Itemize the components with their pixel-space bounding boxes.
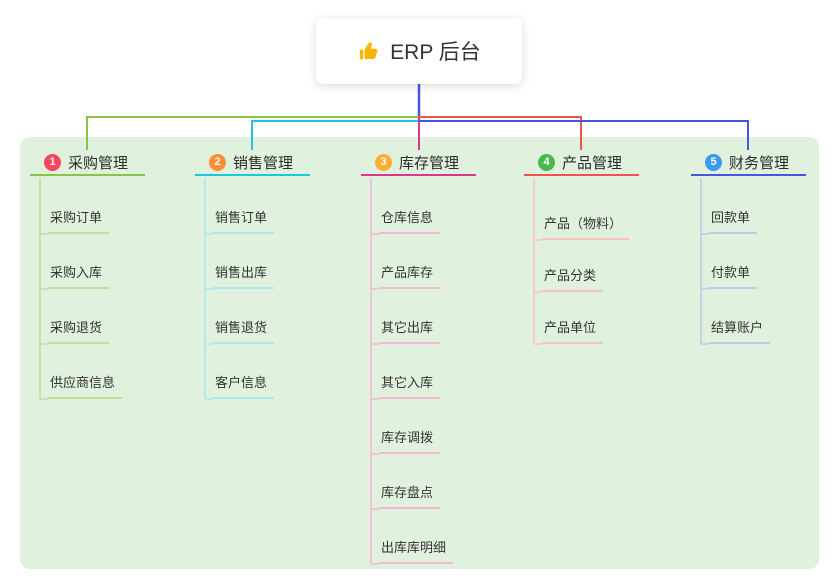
child-node-outbound-detail[interactable]: 出库库明细	[379, 539, 454, 564]
branch-header-purchase[interactable]: 1 采购管理	[30, 150, 145, 176]
child-node-stock-transfer[interactable]: 库存调拨	[379, 429, 441, 454]
child-node-supplier-info[interactable]: 供应商信息	[48, 374, 123, 399]
branch-label-inventory: 库存管理	[399, 154, 460, 172]
purchase-number-badge: 1	[44, 153, 61, 171]
branch-label-finance: 财务管理	[729, 154, 790, 172]
branch-header-product[interactable]: 4 产品管理	[524, 150, 639, 176]
child-node-product-unit[interactable]: 产品单位	[542, 319, 604, 344]
child-node-payment-order[interactable]: 付款单	[709, 264, 758, 289]
child-node-sales-order[interactable]: 销售订单	[213, 209, 275, 234]
child-node-warehouse-info[interactable]: 仓库信息	[379, 209, 441, 234]
sales-number-badge: 2	[209, 153, 226, 171]
child-node-sales-return[interactable]: 销售退货	[213, 319, 275, 344]
branch-header-finance[interactable]: 5 财务管理	[691, 150, 806, 176]
branch-header-sales[interactable]: 2 销售管理	[195, 150, 310, 176]
child-node-purchase-order[interactable]: 采购订单	[48, 209, 110, 234]
product-number-badge: 4	[538, 153, 555, 171]
inventory-number-badge: 3	[375, 153, 392, 171]
finance-number-badge: 5	[705, 153, 722, 171]
background-panel	[20, 137, 819, 569]
child-node-sales-outbound[interactable]: 销售出库	[213, 264, 275, 289]
branch-header-inventory[interactable]: 3 库存管理	[361, 150, 476, 176]
branch-label-sales: 销售管理	[233, 154, 294, 172]
child-node-settlement-account[interactable]: 结算账户	[709, 319, 771, 344]
branch-label-product: 产品管理	[562, 154, 623, 172]
child-node-stock-count[interactable]: 库存盘点	[379, 484, 441, 509]
child-node-other-inbound[interactable]: 其它入库	[379, 374, 441, 399]
child-node-purchase-inbound[interactable]: 采购入库	[48, 264, 110, 289]
child-node-product-material[interactable]: 产品（物料）	[542, 215, 630, 240]
child-node-customer-info[interactable]: 客户信息	[213, 374, 275, 399]
child-node-product-stock[interactable]: 产品库存	[379, 264, 441, 289]
child-node-receipt-order[interactable]: 回款单	[709, 209, 758, 234]
branch-label-purchase: 采购管理	[68, 154, 129, 172]
child-node-purchase-return[interactable]: 采购退货	[48, 319, 110, 344]
root-label: ERP 后台	[390, 41, 481, 64]
thumbs-up-icon	[357, 39, 381, 63]
root-node[interactable]: ERP 后台	[316, 18, 522, 84]
child-node-other-outbound[interactable]: 其它出库	[379, 319, 441, 344]
child-node-product-category[interactable]: 产品分类	[542, 267, 604, 292]
